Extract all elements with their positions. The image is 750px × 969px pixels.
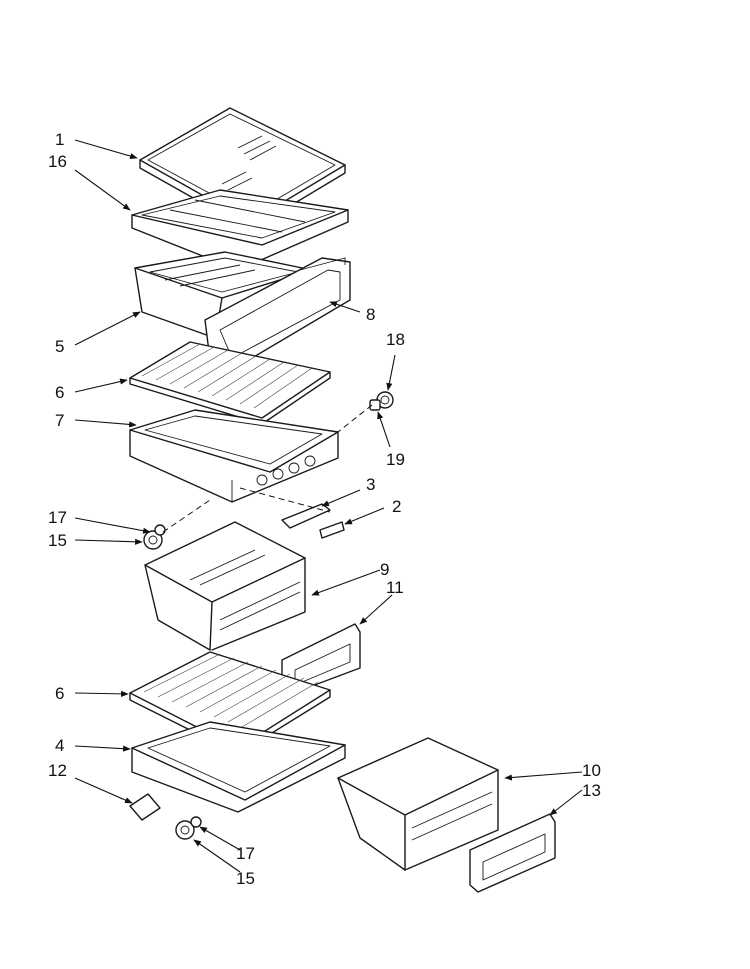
assembly-line-upper: [337, 404, 373, 433]
part-13-drawer-front: [469, 813, 556, 893]
part-3-bracket: [281, 503, 331, 529]
callout-18: 18: [386, 330, 405, 349]
part-2-clip: [319, 521, 345, 539]
callout-4: 4: [55, 736, 64, 755]
callout-5: 5: [55, 337, 64, 356]
part-9-crisper-drawer: [144, 521, 306, 651]
part-12-clip: [129, 793, 161, 821]
callout-15-lower: 15: [236, 869, 255, 888]
leader-lines: [74, 139, 583, 873]
callout-11: 11: [386, 578, 404, 597]
callout-1: 1: [55, 130, 64, 149]
callout-2: 2: [392, 497, 401, 516]
part-18-19-fasteners: [369, 391, 394, 411]
callout-17-lower: 17: [236, 844, 255, 863]
callout-12: 12: [48, 761, 67, 780]
part-6-shelf-upper: [129, 341, 331, 425]
callout-17-upper: 17: [48, 508, 67, 527]
part-10-deli-drawer: [337, 737, 499, 871]
callout-13: 13: [582, 781, 601, 800]
part-17-15-knob-lower: [175, 816, 202, 840]
assembly-line-knob: [162, 499, 211, 533]
callout-16: 16: [48, 152, 67, 171]
callout-19: 19: [386, 450, 405, 469]
part-4-lower-shelf-frame: [131, 721, 346, 813]
part-17-15-knob-upper: [143, 524, 166, 550]
callout-10: 10: [582, 761, 601, 780]
part-5-pan: [134, 251, 313, 339]
callout-6-lower: 6: [55, 684, 64, 703]
callout-9: 9: [380, 560, 389, 579]
callout-15-upper: 15: [48, 531, 67, 550]
assembly-line-bracket: [239, 487, 331, 513]
callout-8: 8: [366, 305, 375, 324]
callout-6-upper: 6: [55, 383, 64, 402]
callout-7: 7: [55, 411, 64, 430]
callout-3: 3: [366, 475, 375, 494]
part-7-shelf-cover-frame: [129, 409, 339, 503]
